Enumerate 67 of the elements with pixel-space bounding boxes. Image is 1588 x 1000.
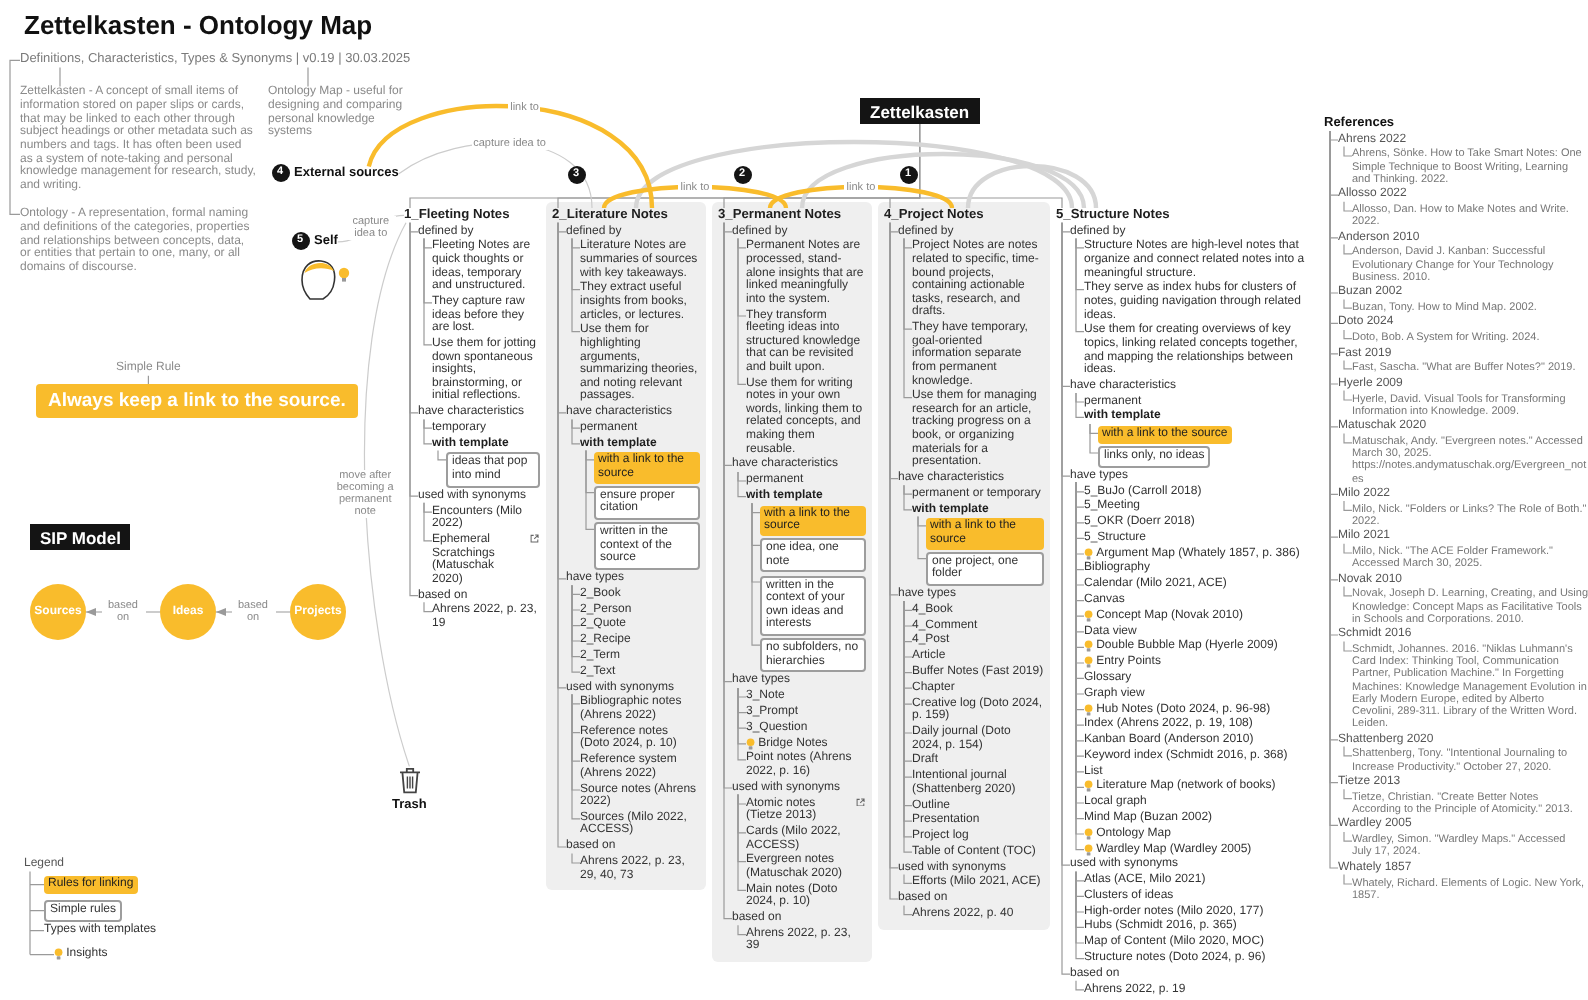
link-arc [366,104,655,209]
leader-line [9,59,21,215]
leader-line [307,66,309,87]
tree-line [1075,392,1085,418]
tree-line [737,794,747,891]
tree-line [1343,329,1353,340]
arrow [85,608,161,616]
leader-line [147,375,149,385]
link-arc [799,151,1087,209]
tree-line [1075,871,1085,960]
tree-line [903,237,913,399]
tree-line [751,502,761,646]
rule-banner: Always keep a link to the source. [36,384,358,418]
tree-line [1075,980,1085,991]
topic-box: SIP Model [30,524,131,550]
link-arc [602,184,788,210]
tree-line [1343,146,1353,157]
tree-line [1343,543,1353,554]
tree-line [1343,500,1353,511]
tree-line [1343,299,1353,309]
tree-line [585,449,595,530]
topic-box: Zettelkasten [860,98,980,124]
tree-line [1343,359,1353,370]
tree-line [423,237,433,346]
tree-line [1343,432,1353,444]
column-panel [546,202,706,891]
tree-line [1343,585,1353,597]
tree-line [1343,243,1353,255]
tree-line [409,222,419,597]
tree-line [571,237,581,333]
link-arc [364,222,410,767]
tree-line [737,237,747,385]
tree-line [1343,874,1353,885]
diagram-title: Zettelkasten - Ontology Map [24,10,373,40]
tree-line [917,515,927,560]
tree-line [437,449,447,461]
tree-line [723,222,733,920]
tree-line [1343,831,1353,842]
tree-line [737,924,747,936]
tree-line [423,601,433,613]
tree-line [737,471,747,498]
column-panel [712,202,872,962]
tree-line [571,853,581,864]
tree-line [423,418,433,445]
tree-line [1089,423,1099,454]
tree-line [571,418,581,445]
tree-line [903,905,913,916]
arrow [215,608,291,616]
tree-line [1343,745,1353,757]
link-arc [768,184,954,210]
tree-line [557,222,567,848]
link-arc [965,163,1099,209]
tree-line [1343,201,1353,212]
tree-line [919,123,1063,209]
tree-line [1075,237,1085,333]
column-panel [878,202,1050,930]
tree-line [903,873,913,884]
tree-line [423,502,433,542]
tree-line [737,687,747,761]
tree-line [1343,641,1353,652]
tree-line [1343,390,1353,401]
link-arc [633,139,1075,209]
tree-line [571,693,581,820]
tree-line [903,484,913,511]
leader-line [59,66,61,87]
tree-line [571,584,581,673]
tree-line [1343,788,1353,800]
